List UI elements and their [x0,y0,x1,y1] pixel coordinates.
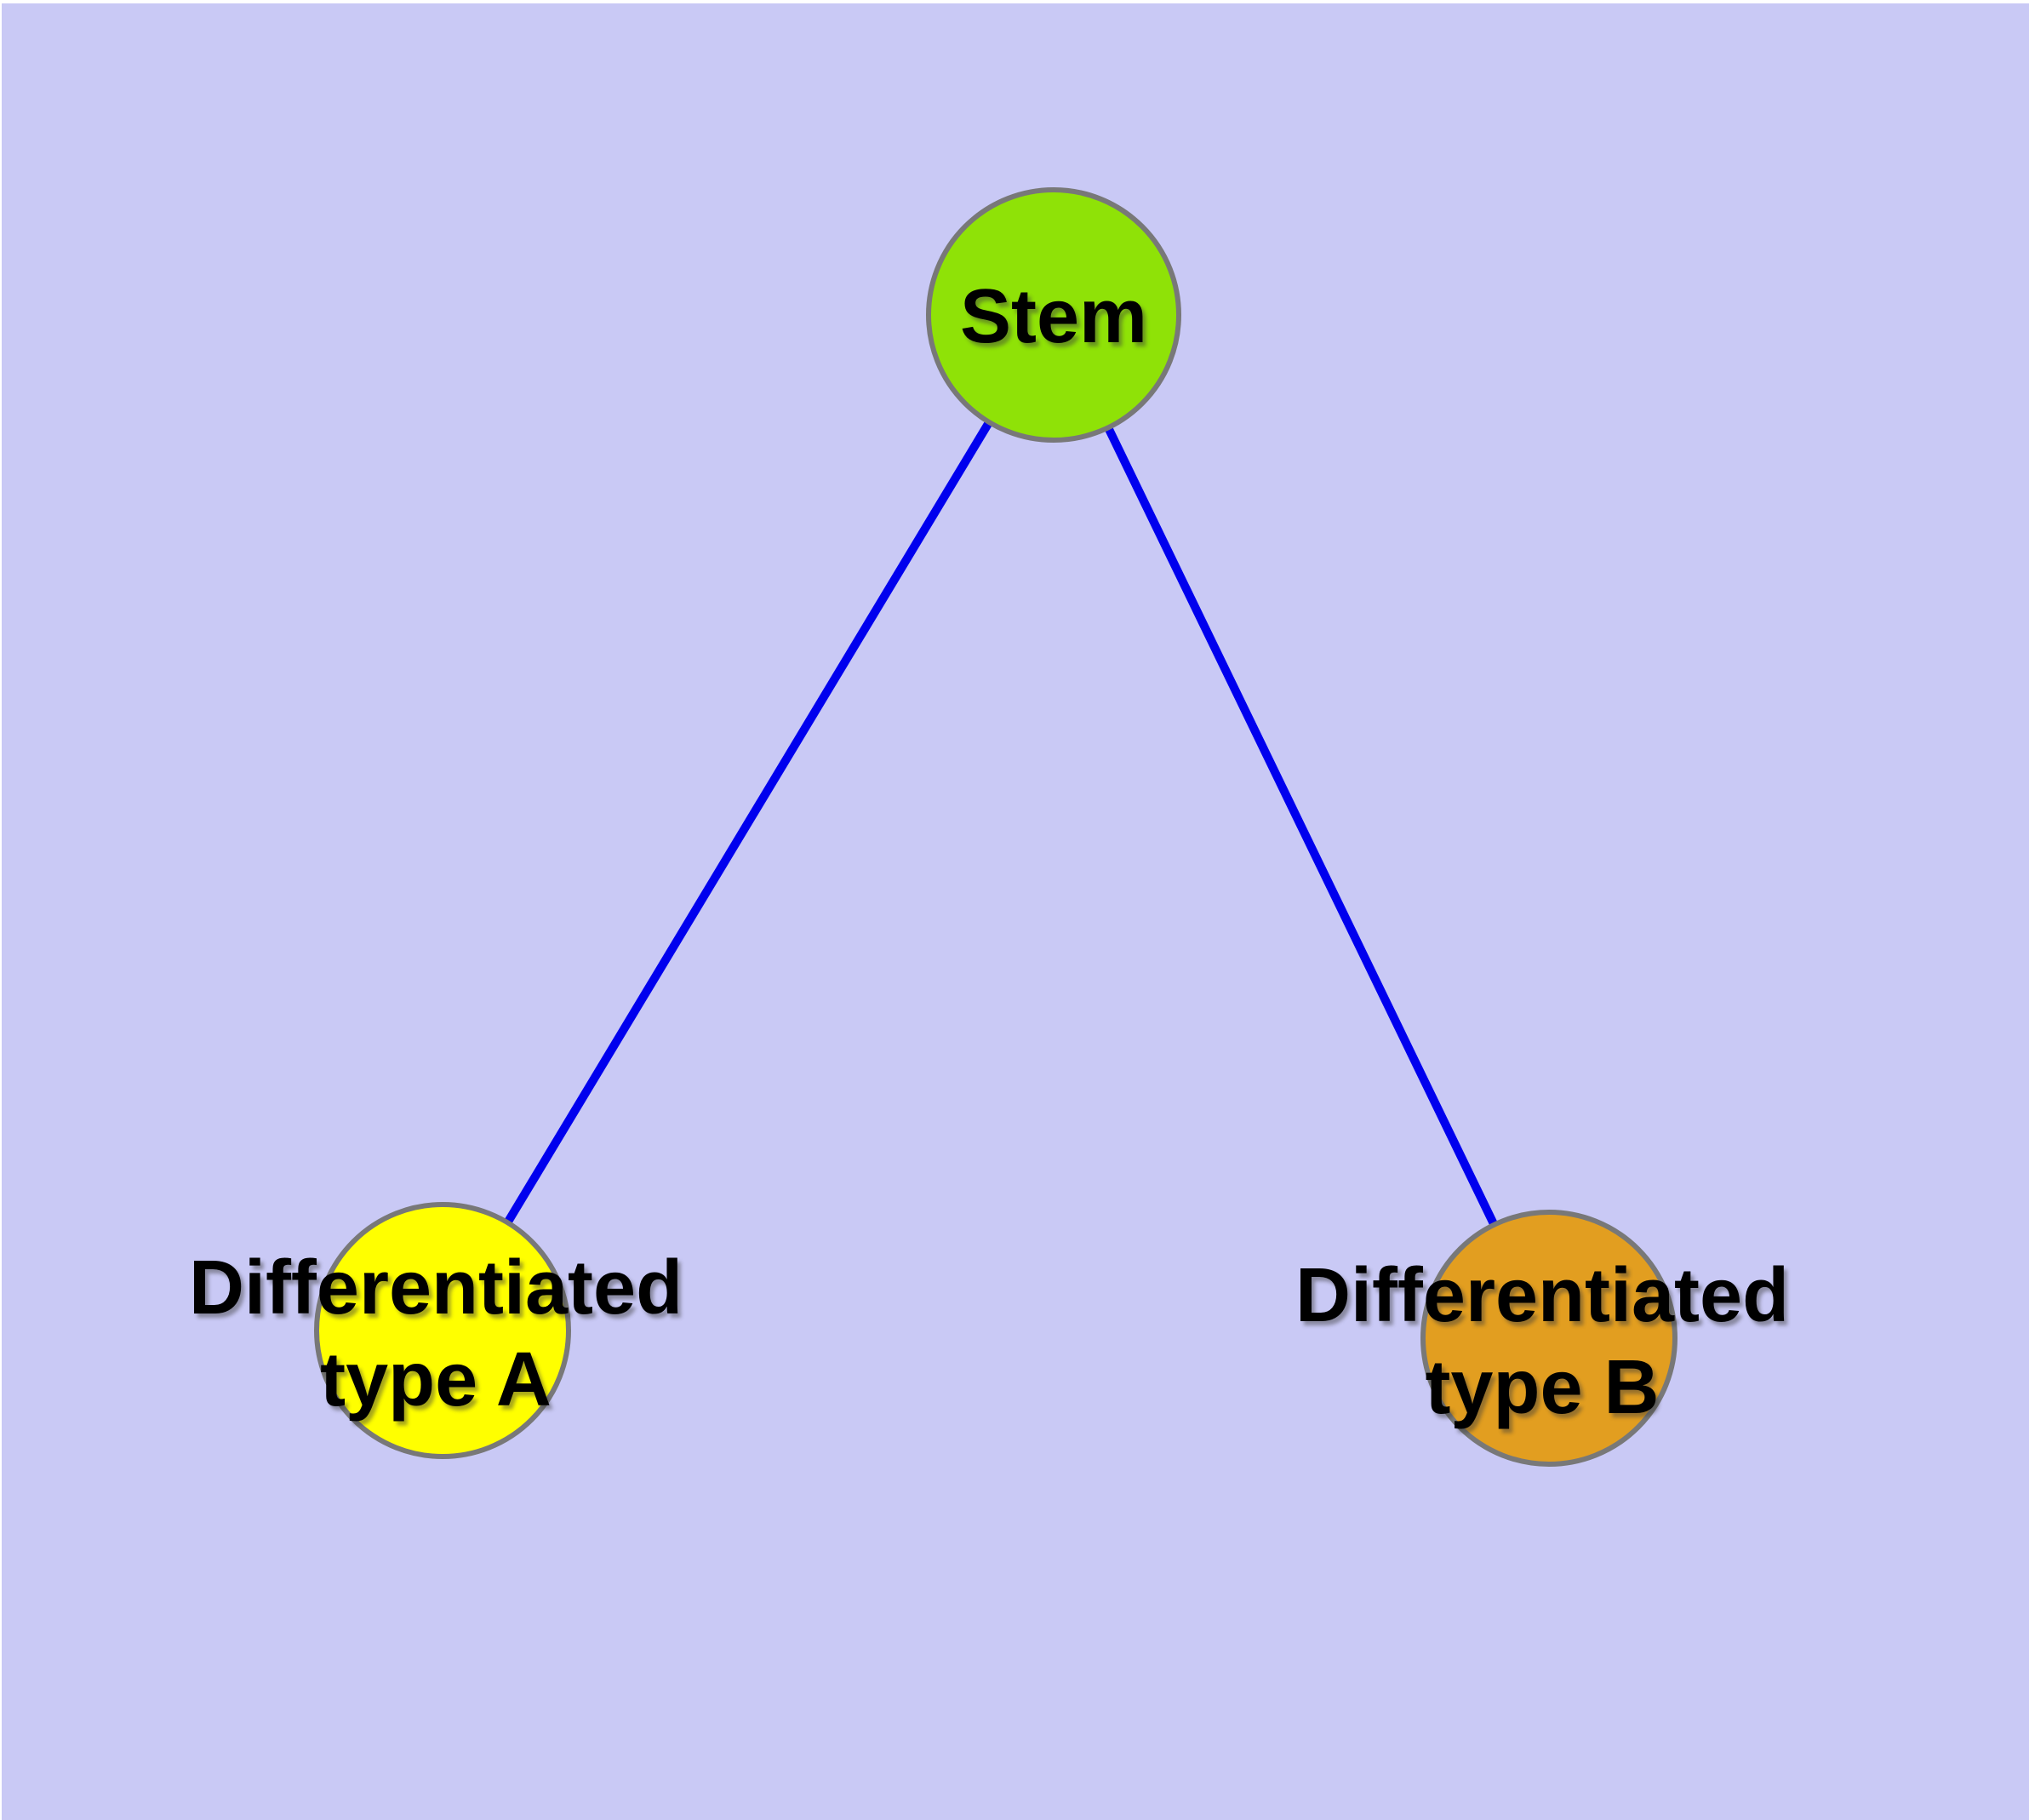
node-stem-label: Stem [960,271,1147,363]
node-type-a-circle [314,1202,571,1459]
node-type-b-label: Differentiated type B [1295,1250,1789,1434]
node-type-b-circle [1420,1210,1677,1467]
node-type-a-label: Differentiated type A [189,1242,683,1426]
node-type-a-label-line1: Differentiated [188,1245,683,1331]
node-stem-label-line1: Stem [959,274,1148,359]
node-type-b-label-line2: type B [1425,1345,1660,1430]
node-type-a-label-line2: type A [320,1337,552,1422]
node-type-b-label-line1: Differentiated [1295,1253,1790,1338]
edge-stem-to-type-b [1049,311,1553,1342]
edge-stem-to-type-a [438,311,1058,1335]
node-stem-circle [926,187,1181,443]
